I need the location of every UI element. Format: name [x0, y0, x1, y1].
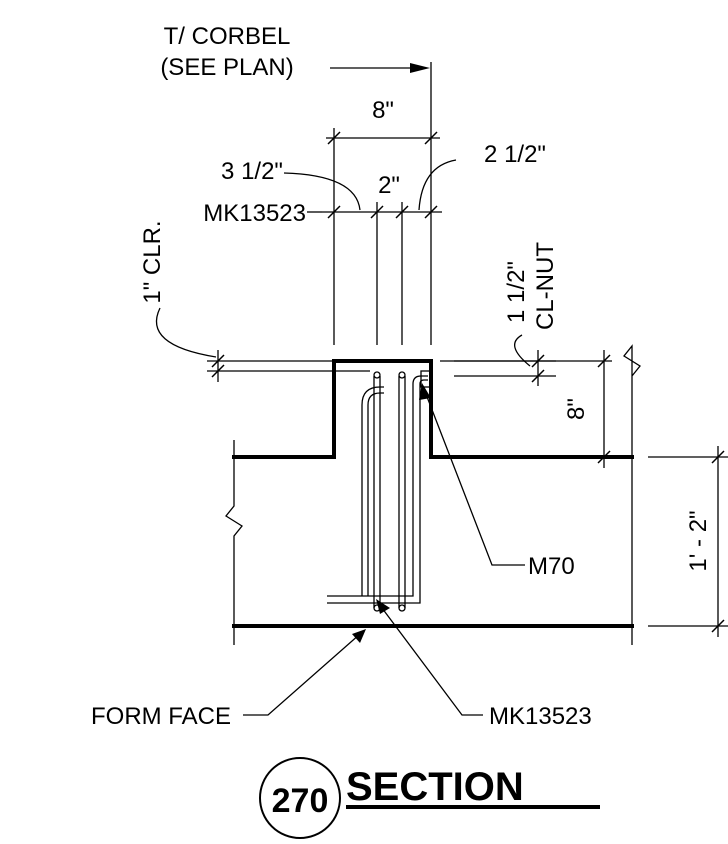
mark-top-label: MK13523: [203, 200, 306, 227]
dimension-clear-cover: [155, 307, 370, 382]
section-number: 270: [272, 782, 329, 820]
form-face-label: FORM FACE: [91, 703, 231, 730]
m70-leader: [419, 383, 525, 566]
width-dimension-label: 8": [372, 97, 394, 124]
dimension-slab-thickness: [648, 446, 728, 637]
bar-spacing-dimension-label: 2": [378, 172, 400, 199]
nut-offset-label-line2: CL-NUT: [532, 242, 559, 330]
rebar-group: [327, 370, 431, 612]
corbel-top-label-line2: (SEE PLAN): [160, 54, 293, 81]
corbel-height-label: 8": [563, 398, 590, 420]
mark-bottom-label: MK13523: [489, 703, 592, 730]
clear-cover-label: 1" CLR.: [139, 220, 166, 303]
corbel-top-label-line1: T/ CORBEL: [164, 23, 291, 50]
dimension-bar-spacing: [283, 159, 457, 345]
slab-thickness-label: 1' - 2": [685, 510, 712, 571]
dimension-width-8in: [326, 62, 440, 345]
section-number-circle: [259, 757, 341, 839]
right-edge-dimension-label: 2 1/2": [484, 141, 546, 168]
nut-offset-label-line1: 1 1/2": [503, 261, 530, 323]
corbel-top-arrow: [330, 63, 430, 73]
m70-label: M70: [528, 553, 575, 580]
mark-bottom-leader: [376, 599, 483, 716]
left-edge-dimension-label: 3 1/2": [221, 158, 283, 185]
form-face-leader: [243, 629, 366, 716]
section-title-text: SECTION: [346, 765, 524, 809]
concrete-outline: [225, 344, 641, 645]
dimension-corbel-height: [440, 350, 612, 468]
section-title: 270 SECTION: [259, 757, 600, 839]
